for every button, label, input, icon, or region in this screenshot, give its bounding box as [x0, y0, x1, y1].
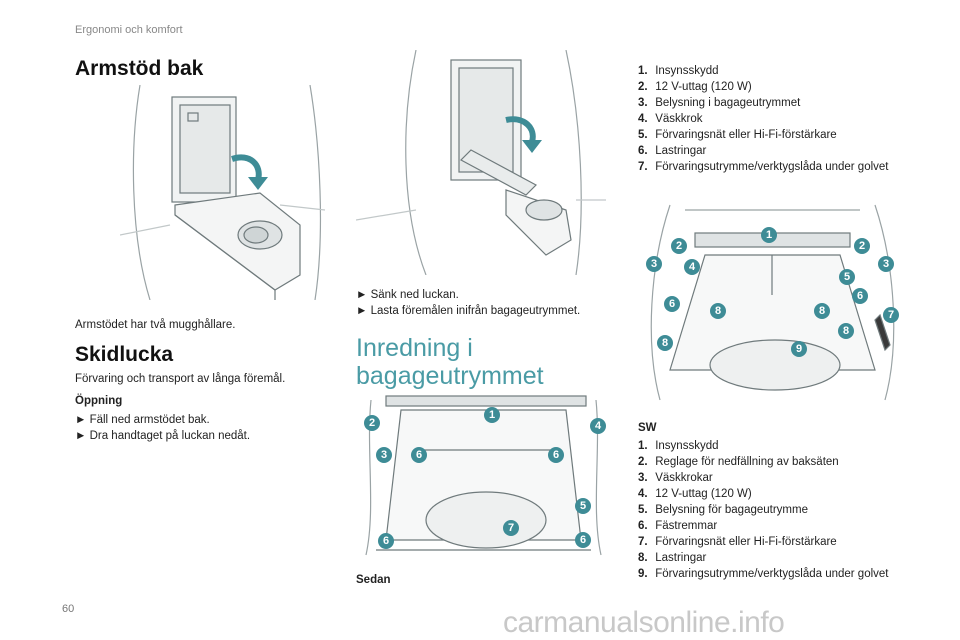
list-item: 9. Förvaringsutrymme/verktygslåda under …: [638, 566, 889, 582]
item-text: Förvaringsnät eller Hi-Fi-förstärkare: [655, 536, 837, 548]
ski-hatch-title: Skidlucka: [75, 343, 174, 366]
item-number: 3.: [638, 97, 648, 109]
callout-badge: 6: [378, 533, 394, 549]
list-item: 2. Reglage för nedfällning av baksäten: [638, 454, 889, 470]
callout-badge: 6: [575, 532, 591, 548]
callout-badge: 1: [761, 227, 777, 243]
list-item: 8. Lastringar: [638, 550, 889, 566]
item-number: 2.: [638, 81, 648, 93]
item-number: 6.: [638, 145, 648, 157]
opening-subtitle: Öppning: [75, 395, 123, 407]
item-text: Belysning i bagageutrymmet: [655, 97, 801, 109]
item-number: 1.: [638, 440, 648, 452]
list-item: 7. Förvaringsnät eller Hi-Fi-förstärkare: [638, 534, 889, 550]
callout-badge: 3: [376, 447, 392, 463]
item-text: Lastringar: [655, 145, 707, 157]
item-number: 7.: [638, 536, 648, 548]
interior-title-line: bagageutrymmet: [356, 362, 544, 390]
list-item: 4. 12 V-uttag (120 W): [638, 486, 889, 502]
callout-badge: 6: [664, 296, 680, 312]
step-item: ► Fäll ned armstödet bak.: [75, 414, 210, 426]
sedan-trunk-illustration: 1 2 3 4 5 6 6 6 6 7: [356, 390, 611, 565]
interior-title: Inredning i bagageutrymmet: [356, 334, 544, 390]
callout-badge: 6: [852, 288, 868, 304]
item-text: Reglage för nedfällning av baksäten: [655, 456, 839, 468]
item-text: 12 V-uttag (120 W): [655, 488, 752, 500]
interior-title-line: Inredning i: [356, 334, 473, 362]
list-item: 1. Insynsskydd: [638, 438, 889, 454]
callout-badge: 4: [590, 418, 606, 434]
sw-trunk-illustration: 1 2 2 3 3 4 5 6 6 7 8 8 8 8 9: [640, 195, 905, 405]
sedan-item-list: 1. Insynsskydd 2. 12 V-uttag (120 W) 3. …: [638, 63, 889, 175]
item-number: 2.: [638, 456, 648, 468]
sedan-label: Sedan: [356, 574, 391, 586]
callout-badge: 6: [548, 447, 564, 463]
callout-badge: 6: [411, 447, 427, 463]
armrest-caption: Armstödet har två mugghållare.: [75, 319, 236, 331]
callout-badge: 8: [657, 335, 673, 351]
sw-item-list: 1. Insynsskydd 2. Reglage för nedfällnin…: [638, 438, 889, 582]
list-item: 6. Fästremmar: [638, 518, 889, 534]
list-item: 5. Belysning för bagageutrymme: [638, 502, 889, 518]
item-number: 1.: [638, 65, 648, 77]
callout-badge: 7: [883, 307, 899, 323]
item-text: Förvaringsutrymme/verktygslåda under gol…: [655, 568, 889, 580]
callout-badge: 3: [878, 256, 894, 272]
item-text: 12 V-uttag (120 W): [655, 81, 752, 93]
item-text: Väskkrokar: [655, 472, 713, 484]
item-text: Insynsskydd: [655, 65, 719, 77]
item-number: 8.: [638, 552, 648, 564]
callout-badge: 3: [646, 256, 662, 272]
list-item: 7. Förvaringsutrymme/verktygslåda under …: [638, 159, 889, 175]
item-text: Fästremmar: [655, 520, 718, 532]
list-item: 3. Väskkrokar: [638, 470, 889, 486]
item-number: 4.: [638, 488, 648, 500]
callout-badge: 2: [671, 238, 687, 254]
callout-badge: 8: [710, 303, 726, 319]
callout-badge: 5: [575, 498, 591, 514]
step-item: ► Sänk ned luckan.: [356, 289, 459, 301]
step-item: ► Dra handtaget på luckan nedåt.: [75, 430, 251, 442]
callout-badge: 9: [791, 341, 807, 357]
list-item: 6. Lastringar: [638, 143, 889, 159]
step-item: ► Lasta föremålen inifrån bagageutrymmet…: [356, 305, 581, 317]
item-text: Insynsskydd: [655, 440, 719, 452]
armrest-title: Armstöd bak: [75, 57, 204, 80]
item-number: 7.: [638, 161, 648, 173]
item-number: 4.: [638, 113, 648, 125]
item-text: Förvaringsnät eller Hi-Fi-förstärkare: [655, 129, 837, 141]
hatch-steps: ► Sänk ned luckan. ► Lasta föremålen ini…: [356, 287, 580, 319]
opening-steps: ► Fäll ned armstödet bak. ► Dra handtage…: [75, 412, 250, 444]
list-item: 5. Förvaringsnät eller Hi-Fi-förstärkare: [638, 127, 889, 143]
callout-badge: 7: [503, 520, 519, 536]
list-item: 1. Insynsskydd: [638, 63, 889, 79]
sw-trunk-drawing: [650, 204, 895, 401]
callout-badge: 2: [854, 238, 870, 254]
list-item: 2. 12 V-uttag (120 W): [638, 79, 889, 95]
callout-badge: 8: [838, 323, 854, 339]
callout-badge: 1: [484, 407, 500, 423]
callout-badge: 4: [684, 259, 700, 275]
page-number: 60: [62, 603, 75, 615]
ski-hatch-illustration: [356, 50, 606, 275]
item-number: 5.: [638, 129, 648, 141]
sw-label: SW: [638, 422, 657, 434]
item-text: Belysning för bagageutrymme: [655, 504, 808, 516]
armrest-illustration: [120, 85, 326, 300]
watermark: carmanualsonline.info: [503, 606, 785, 639]
item-number: 5.: [638, 504, 648, 516]
item-text: Förvaringsutrymme/verktygslåda under gol…: [655, 161, 889, 173]
item-number: 3.: [638, 472, 648, 484]
list-item: 3. Belysning i bagageutrymmet: [638, 95, 889, 111]
ski-hatch-intro: Förvaring och transport av långa föremål…: [75, 373, 286, 385]
callout-badge: 8: [814, 303, 830, 319]
running-header: Ergonomi och komfort: [75, 24, 183, 36]
item-text: Väskkrok: [655, 113, 703, 125]
callout-badge: 2: [364, 415, 380, 431]
item-number: 6.: [638, 520, 648, 532]
item-text: Lastringar: [655, 552, 707, 564]
item-number: 9.: [638, 568, 648, 580]
callout-badge: 5: [839, 269, 855, 285]
list-item: 4. Väskkrok: [638, 111, 889, 127]
